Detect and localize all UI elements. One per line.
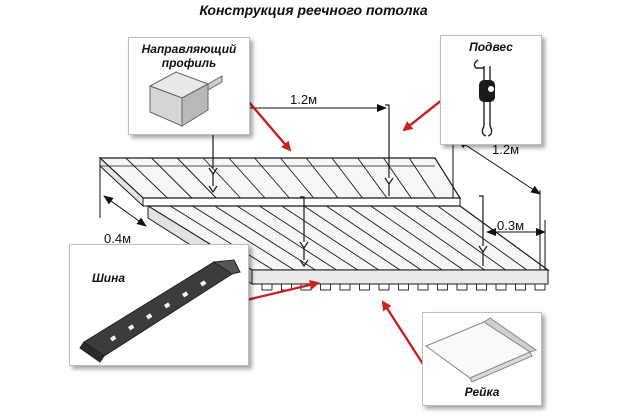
slat-line	[176, 157, 217, 199]
rail-tooth	[261, 283, 273, 291]
rail-tooth	[417, 283, 429, 291]
rail-tooth	[398, 283, 409, 291]
lower-slats	[170, 205, 528, 271]
slat-line	[415, 205, 506, 271]
callout-slat-label: Рейка	[464, 385, 500, 399]
slat-line	[383, 157, 412, 199]
callout-hanger: Подвес	[440, 35, 542, 145]
slat-line	[254, 157, 290, 199]
slat-line	[151, 157, 193, 199]
upper-slats	[125, 157, 436, 199]
rail-tooth	[476, 283, 487, 291]
slat-line	[326, 205, 422, 271]
slat-line	[408, 157, 436, 199]
rail-tooth	[456, 283, 468, 291]
slat-line	[259, 205, 358, 271]
slat-line	[437, 205, 528, 271]
slat-line	[303, 205, 401, 271]
upper-ceiling-panel	[98, 156, 462, 208]
dim-rail-spacing: 1.2м	[492, 142, 519, 157]
callout-rail-label: Шина	[92, 271, 125, 285]
callout-guide-profile-label: Направляющий профиль	[141, 42, 237, 70]
rail-tooth	[339, 283, 351, 291]
slat-line	[170, 205, 274, 271]
arrow-rail	[237, 279, 320, 304]
slat-line	[370, 205, 464, 271]
dim-hanger-spacing: 1.2м	[290, 92, 317, 107]
rail-tooth	[495, 283, 507, 291]
slat-line	[192, 205, 295, 271]
callout-guide-profile: Направляющий профиль	[128, 37, 250, 135]
slat-line	[280, 157, 315, 199]
slat-line	[348, 205, 443, 271]
callout-slat: Рейка	[422, 312, 542, 406]
rail-tooth	[359, 283, 370, 291]
dim-edge-offset-end: 0.3м	[497, 218, 524, 233]
rail-tooth	[320, 283, 331, 291]
rail-tooth	[534, 283, 546, 291]
slat-line	[236, 205, 337, 271]
slat-line	[214, 205, 316, 271]
slat-line	[357, 157, 388, 199]
dim-edge-offset-side: 0.4м	[104, 231, 131, 246]
slat-line	[228, 157, 266, 199]
diagram-title: Конструкция реечного потолка	[199, 2, 428, 18]
slat-line	[305, 157, 339, 199]
slat-line	[281, 205, 380, 271]
slat-line	[202, 157, 241, 199]
slat-line	[125, 157, 168, 199]
rail-tooth	[378, 283, 390, 291]
callout-hanger-label: Подвес	[469, 40, 513, 54]
rail-tooth	[515, 283, 526, 291]
rail-tooth	[437, 283, 448, 291]
hangers	[208, 104, 488, 268]
slat-line	[331, 157, 363, 199]
slat-line	[392, 205, 485, 271]
callout-rail: Шина	[69, 244, 249, 366]
